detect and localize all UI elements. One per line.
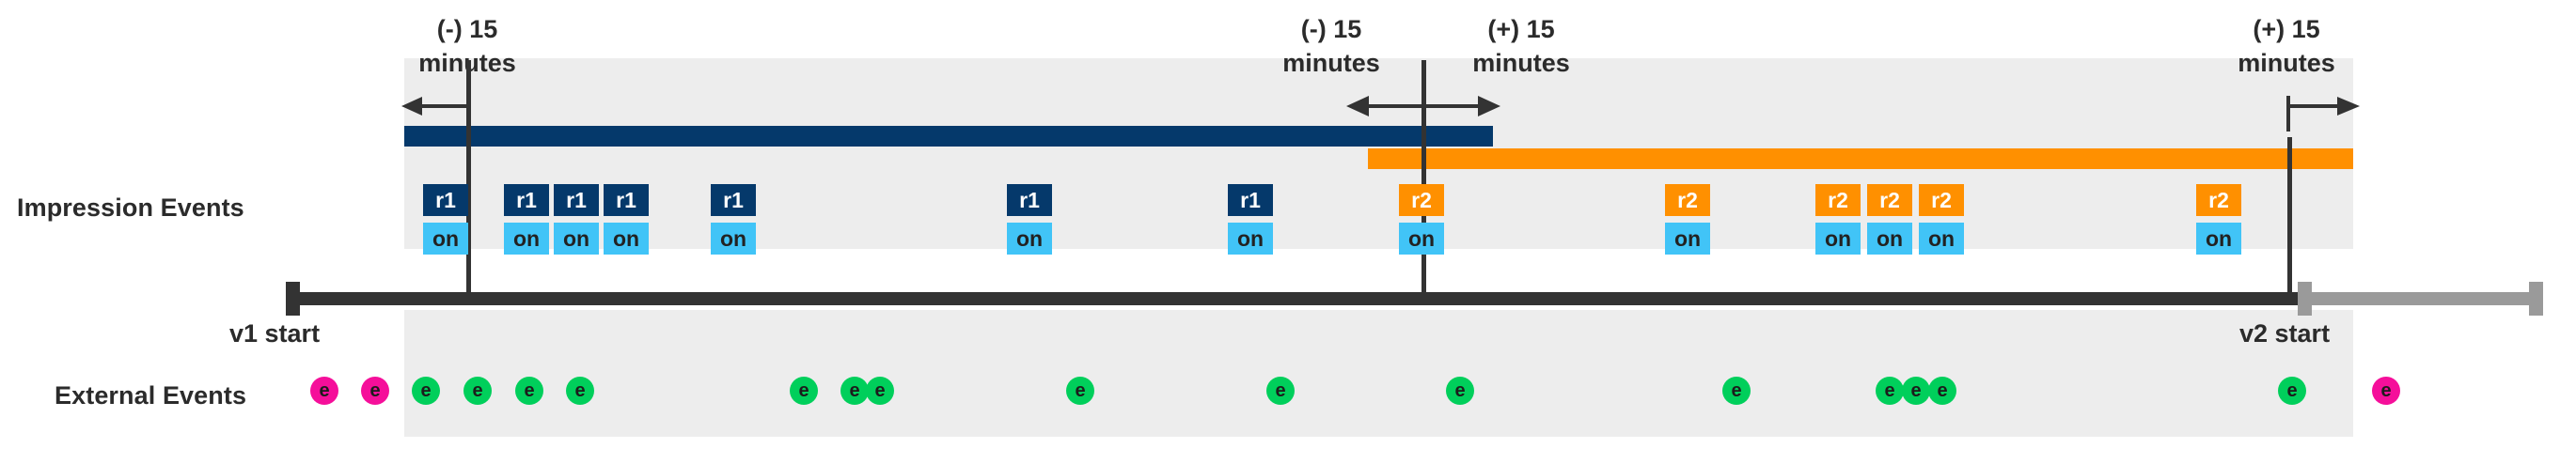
state-badge: on xyxy=(1007,223,1052,255)
v1-start-marker-line xyxy=(466,60,471,301)
request-badge: r2 xyxy=(1665,184,1710,216)
external-event-dot: e xyxy=(1902,377,1930,405)
request-badge: r2 xyxy=(1815,184,1861,216)
external-events-label: External Events xyxy=(55,381,247,410)
state-badge: on xyxy=(711,223,756,255)
v2-timeline-bar xyxy=(2298,292,2537,305)
external-event-dot: e xyxy=(463,377,492,405)
request-badge: r1 xyxy=(711,184,756,216)
impression-event: r2 on xyxy=(1665,184,1710,255)
request-badge: r1 xyxy=(504,184,549,216)
impression-event: r2 on xyxy=(1867,184,1912,255)
callout-plus-15-right: (+) 15 minutes xyxy=(2238,15,2335,77)
impression-event: r1 on xyxy=(423,184,468,255)
request-badge: r2 xyxy=(2196,184,2241,216)
external-event-dot: e xyxy=(515,377,543,405)
external-event-dot: e xyxy=(1066,377,1094,405)
state-badge: on xyxy=(604,223,649,255)
v2-timeline-end-cap xyxy=(2529,282,2543,316)
external-event-dot: e xyxy=(361,377,389,405)
request-badge: r2 xyxy=(1399,184,1444,216)
external-event-dot: e xyxy=(1722,377,1751,405)
impression-events-label: Impression Events xyxy=(17,193,244,222)
impression-event: r1 on xyxy=(604,184,649,255)
impression-event: r2 on xyxy=(1919,184,1964,255)
external-event-dot: e xyxy=(1266,377,1295,405)
r1-attribution-window-bar xyxy=(404,126,1493,147)
request-badge: r1 xyxy=(1007,184,1052,216)
impression-event: r1 on xyxy=(554,184,599,255)
impression-event: r1 on xyxy=(1007,184,1052,255)
request-badge: r1 xyxy=(423,184,468,216)
state-badge: on xyxy=(423,223,468,255)
impression-event: r2 on xyxy=(1399,184,1444,255)
external-zone-band xyxy=(404,310,2353,437)
v1-timeline-bar xyxy=(286,292,2303,305)
request-badge: r1 xyxy=(604,184,649,216)
state-badge: on xyxy=(1919,223,1964,255)
external-event-dot: e xyxy=(1876,377,1904,405)
impression-event: r2 on xyxy=(2196,184,2241,255)
external-event-dot: e xyxy=(840,377,869,405)
request-badge: r2 xyxy=(1867,184,1912,216)
callout-plus-15-middle: (+) 15 minutes xyxy=(1472,15,1570,77)
r2-start-marker-line xyxy=(1422,60,1426,301)
state-badge: on xyxy=(504,223,549,255)
v2-start-caption: v2 start xyxy=(2239,319,2331,348)
impression-event: r2 on xyxy=(1815,184,1861,255)
r2-attribution-window-bar xyxy=(1368,148,2353,169)
external-event-dot: e xyxy=(412,377,440,405)
v2-start-marker-line xyxy=(2287,137,2292,301)
request-badge: r1 xyxy=(554,184,599,216)
external-event-dot: e xyxy=(790,377,818,405)
request-badge: r2 xyxy=(1919,184,1964,216)
external-event-dot: e xyxy=(2372,377,2400,405)
state-badge: on xyxy=(1665,223,1710,255)
callout-minus-15-left: (-) 15 minutes xyxy=(418,15,516,77)
state-badge: on xyxy=(1867,223,1912,255)
state-badge: on xyxy=(1399,223,1444,255)
state-badge: on xyxy=(2196,223,2241,255)
state-badge: on xyxy=(1228,223,1273,255)
external-event-dot: e xyxy=(1928,377,1956,405)
external-event-dot: e xyxy=(1446,377,1474,405)
external-event-dot: e xyxy=(566,377,594,405)
external-event-dot: e xyxy=(310,377,338,405)
state-badge: on xyxy=(554,223,599,255)
bracket-arrow-right xyxy=(2279,94,2364,131)
impression-event: r1 on xyxy=(711,184,756,255)
state-badge: on xyxy=(1815,223,1861,255)
impression-event: r1 on xyxy=(504,184,549,255)
external-event-dot: e xyxy=(2278,377,2306,405)
v1-start-caption: v1 start xyxy=(229,319,321,348)
impression-event: r1 on xyxy=(1228,184,1273,255)
request-badge: r1 xyxy=(1228,184,1273,216)
callout-minus-15-middle: (-) 15 minutes xyxy=(1282,15,1380,77)
external-event-dot: e xyxy=(866,377,894,405)
